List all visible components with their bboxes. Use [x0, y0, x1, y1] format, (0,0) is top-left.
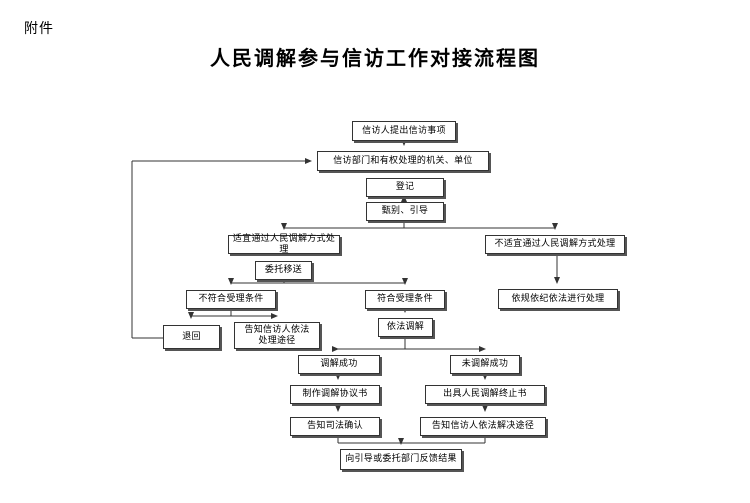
flow-node-label: 信访部门和有权处理的机关、单位 [333, 155, 473, 166]
flow-node-label: 不适宜通过人民调解方式处理 [494, 239, 616, 250]
flow-node-n17: 出具人民调解终止书 [425, 385, 545, 404]
flow-node-n10: 符合受理条件 [365, 290, 445, 309]
attachment-label: 附件 [24, 21, 54, 37]
flow-node-label: 依法调解 [386, 322, 425, 333]
flow-node-label: 告知信访人依法解决途径 [431, 421, 535, 432]
flow-node-n1: 信访人提出信访事项 [352, 121, 456, 141]
flow-node-label: 依规依纪依法进行处理 [511, 293, 605, 304]
flow-node-label: 制作调解协议书 [302, 389, 368, 400]
flow-node-label: 告知司法确认 [307, 421, 363, 432]
flow-node-label: 委托移送 [264, 265, 303, 276]
flow-node-label: 信访人提出信访事项 [362, 125, 446, 136]
flow-node-label: 符合受理条件 [377, 294, 433, 305]
flow-node-n3: 登记 [366, 178, 444, 197]
flow-node-n12: 告知信访人依法 处理途径 [234, 322, 320, 349]
flow-node-label: 告知信访人依法 处理途径 [244, 324, 310, 346]
flow-node-label: 未调解成功 [461, 359, 509, 370]
flow-node-n20: 向引导或委托部门反馈结果 [340, 449, 462, 470]
flow-node-n15: 未调解成功 [450, 355, 520, 374]
flow-node-label: 向引导或委托部门反馈结果 [345, 454, 457, 465]
flow-node-n8: 依规依纪依法进行处理 [498, 289, 618, 309]
flow-node-label: 调解成功 [320, 359, 358, 370]
flow-node-n14: 调解成功 [298, 355, 380, 374]
flow-node-label: 适宜通过人民调解方式处理 [232, 233, 336, 255]
flow-node-label: 退回 [182, 331, 201, 342]
flow-node-n2: 信访部门和有权处理的机关、单位 [317, 151, 489, 171]
flow-node-n5: 适宜通过人民调解方式处理 [228, 233, 340, 255]
flow-node-n4: 甄别、引导 [366, 202, 444, 221]
flow-node-n19: 告知信访人依法解决途径 [420, 417, 546, 436]
flow-node-n11: 退回 [163, 325, 220, 349]
flow-node-label: 登记 [395, 182, 415, 193]
flow-node-label: 不符合受理条件 [198, 294, 264, 305]
flow-node-n6: 不适宜通过人民调解方式处理 [485, 235, 625, 254]
flow-node-n7: 委托移送 [255, 261, 312, 280]
flow-node-n16: 制作调解协议书 [290, 385, 380, 404]
flow-node-n18: 告知司法确认 [290, 417, 380, 436]
flow-node-label: 出具人民调解终止书 [443, 389, 527, 400]
flow-node-n9: 不符合受理条件 [186, 290, 276, 309]
page-title: 人民调解参与信访工作对接流程图 [210, 46, 540, 70]
flow-node-n13: 依法调解 [378, 318, 433, 337]
flow-node-label: 甄别、引导 [381, 206, 429, 217]
